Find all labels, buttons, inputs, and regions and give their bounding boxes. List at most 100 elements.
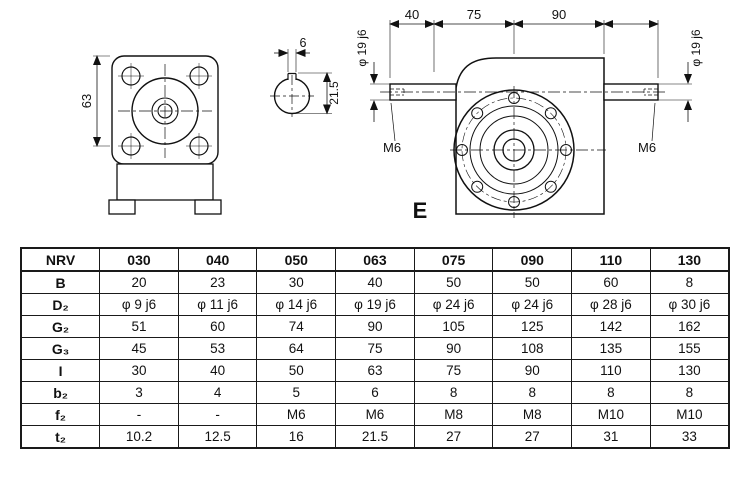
value-cell: 8 <box>492 381 573 404</box>
value-cell: M6 <box>335 403 415 426</box>
value-cell: φ 14 j6 <box>256 293 337 316</box>
value-cell: 33 <box>649 425 730 449</box>
value-cell: 74 <box>256 315 337 338</box>
value-cell: 162 <box>649 315 730 338</box>
value-cell: 3 <box>99 381 179 404</box>
value-cell: 8 <box>649 381 730 404</box>
table-header-cell: 050 <box>256 247 337 272</box>
shaft-section-view <box>270 49 332 117</box>
value-cell: - <box>177 403 258 426</box>
value-cell: 4 <box>177 381 258 404</box>
value-cell: 75 <box>413 359 494 382</box>
foot-right <box>194 199 222 215</box>
value-cell: 108 <box>492 337 573 360</box>
value-cell: 105 <box>413 315 494 338</box>
table-header-cell: 063 <box>335 247 415 272</box>
row-label-cell: G₃ <box>20 337 101 360</box>
row-label-cell: t₂ <box>20 425 101 449</box>
top-dim-75-label: 75 <box>467 7 481 22</box>
key-width-label: 6 <box>300 36 307 50</box>
value-cell: 8 <box>413 381 494 404</box>
top-dim-90-label: 90 <box>552 7 566 22</box>
side-view <box>370 20 692 218</box>
value-cell: 12.5 <box>177 425 258 449</box>
shaft-dia-right-label: φ 19 j6 <box>689 29 703 66</box>
value-cell: φ 11 j6 <box>177 293 258 316</box>
dim63-extension-lines <box>93 55 110 147</box>
value-cell: 50 <box>492 270 573 294</box>
row-label-cell: f₂ <box>20 403 101 426</box>
value-cell: M10 <box>649 403 730 426</box>
value-cell: 50 <box>413 270 494 294</box>
wheel-centerlines <box>450 86 606 218</box>
value-cell: M8 <box>413 403 494 426</box>
value-cell: 125 <box>492 315 573 338</box>
value-cell: 30 <box>256 270 337 294</box>
side-body-outline <box>455 57 605 215</box>
value-cell: - <box>99 403 179 426</box>
top-dim-40-label: 40 <box>405 7 419 22</box>
value-cell: 90 <box>492 359 573 382</box>
value-cell: M8 <box>492 403 573 426</box>
table-header-cell: 040 <box>177 247 258 272</box>
value-cell: 50 <box>256 359 337 382</box>
value-cell: φ 24 j6 <box>492 293 573 316</box>
tapped-hole-right <box>643 88 658 96</box>
value-cell: 20 <box>99 270 179 294</box>
row-label-cell: B <box>20 270 101 294</box>
value-cell: 5 <box>256 381 337 404</box>
keyway-slot <box>287 72 297 80</box>
shaft-dia-left-label: φ 19 j6 <box>355 29 369 66</box>
m6-right-leader <box>651 102 656 142</box>
m6-left-leader <box>390 102 396 142</box>
value-cell: 27 <box>413 425 494 449</box>
value-cell: 10.2 <box>99 425 179 449</box>
row-label-cell: b₂ <box>20 381 101 404</box>
value-cell: 155 <box>649 337 730 360</box>
technical-drawings: 63 6 21.5 <box>0 0 750 240</box>
value-cell: 30 <box>99 359 179 382</box>
dim63-label: 63 <box>79 94 94 108</box>
tapped-hole-left <box>390 88 405 96</box>
value-cell: 8 <box>571 381 651 404</box>
table-header-cell: 075 <box>413 247 494 272</box>
view-e-label: E <box>413 198 428 223</box>
value-cell: φ 30 j6 <box>649 293 730 316</box>
section-centerlines <box>270 75 314 117</box>
value-cell: 40 <box>335 270 415 294</box>
value-cell: 64 <box>256 337 337 360</box>
table-header-cell: 030 <box>99 247 179 272</box>
value-cell: 90 <box>335 315 415 338</box>
housing-body <box>116 163 214 201</box>
bolt-hole-centermarks <box>118 63 212 159</box>
value-cell: 31 <box>571 425 651 449</box>
table-header-cell: 090 <box>492 247 573 272</box>
value-cell: φ 24 j6 <box>413 293 494 316</box>
drawing-svg: 63 6 21.5 <box>79 7 703 223</box>
value-cell: φ 19 j6 <box>335 293 415 316</box>
table-header-cell: 110 <box>571 247 651 272</box>
value-cell: M6 <box>256 403 337 426</box>
dim6-extension-lines <box>287 49 297 72</box>
value-cell: 75 <box>335 337 415 360</box>
row-label-cell: I <box>20 359 101 382</box>
thread-right-label: M6 <box>638 140 656 155</box>
front-view-centerlines <box>118 64 212 158</box>
value-cell: 63 <box>335 359 415 382</box>
value-cell: 8 <box>649 270 730 294</box>
value-cell: 90 <box>413 337 494 360</box>
value-cell: 27 <box>492 425 573 449</box>
value-cell: 21.5 <box>335 425 415 449</box>
foot-left <box>108 199 136 215</box>
value-cell: 23 <box>177 270 258 294</box>
